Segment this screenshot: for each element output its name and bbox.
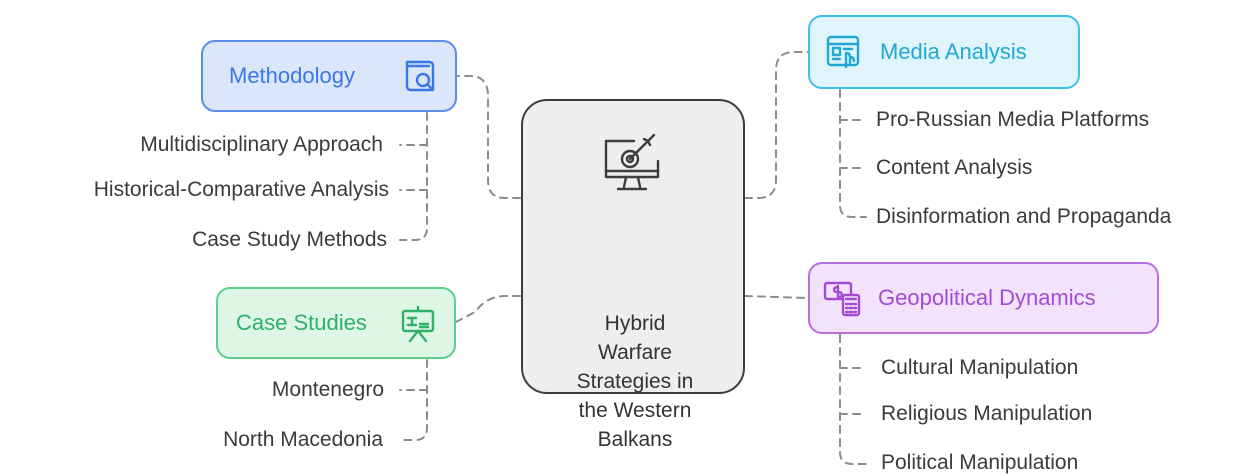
connector-media-items (839, 89, 867, 218)
methodology-item[interactable]: Multidisciplinary Approach (140, 133, 383, 156)
connector-geo (744, 295, 809, 299)
geopolitical-item[interactable]: Religious Manipulation (881, 402, 1093, 425)
center-title-line: Strategies in (576, 370, 694, 393)
case-study-item[interactable]: Montenegro (271, 378, 384, 401)
central-topic-title: Hybrid Warfare Strategies in the Western… (523, 309, 747, 454)
monitor-target-icon (604, 133, 660, 191)
center-title-line: Hybrid (604, 312, 666, 335)
case-studies-node[interactable]: Case Studies (216, 287, 456, 359)
methodology-item[interactable]: Case Study Methods (192, 228, 387, 251)
case-studies-label: Case Studies (236, 310, 367, 335)
methodology-item[interactable]: Historical-Comparative Analysis (93, 178, 389, 201)
connector-geo-items (839, 334, 867, 465)
media-item[interactable]: Content Analysis (876, 156, 1033, 179)
center-title-line: Balkans (597, 428, 673, 451)
web-browser-click-icon (826, 35, 860, 69)
methodology-label: Methodology (229, 63, 355, 88)
connector-methodology-items (399, 112, 428, 241)
media-analysis-label: Media Analysis (880, 39, 1027, 64)
center-title-line: the Western (578, 399, 692, 422)
connector-case (455, 295, 521, 323)
case-study-item[interactable]: North Macedonia (223, 428, 383, 451)
connector-methodology (455, 75, 521, 199)
geopolitical-item[interactable]: Political Manipulation (881, 451, 1079, 474)
geopolitical-item[interactable]: Cultural Manipulation (881, 356, 1079, 379)
media-analysis-node[interactable]: Media Analysis (808, 15, 1080, 89)
central-topic-node[interactable]: Hybrid Warfare Strategies in the Western… (521, 99, 745, 451)
center-title-line: Warfare (598, 341, 672, 364)
methodology-node[interactable]: Methodology (201, 40, 457, 112)
media-item[interactable]: Pro-Russian Media Platforms (876, 108, 1150, 131)
connector-media (744, 51, 809, 199)
media-item[interactable]: Disinformation and Propaganda (876, 205, 1172, 228)
connector-case-items (399, 359, 428, 441)
money-calculator-icon (823, 281, 861, 317)
geopolitical-dynamics-label: Geopolitical Dynamics (878, 285, 1096, 310)
geopolitical-dynamics-node[interactable]: Geopolitical Dynamics (808, 262, 1159, 334)
book-search-icon (405, 60, 435, 92)
presentation-board-icon (401, 305, 435, 343)
